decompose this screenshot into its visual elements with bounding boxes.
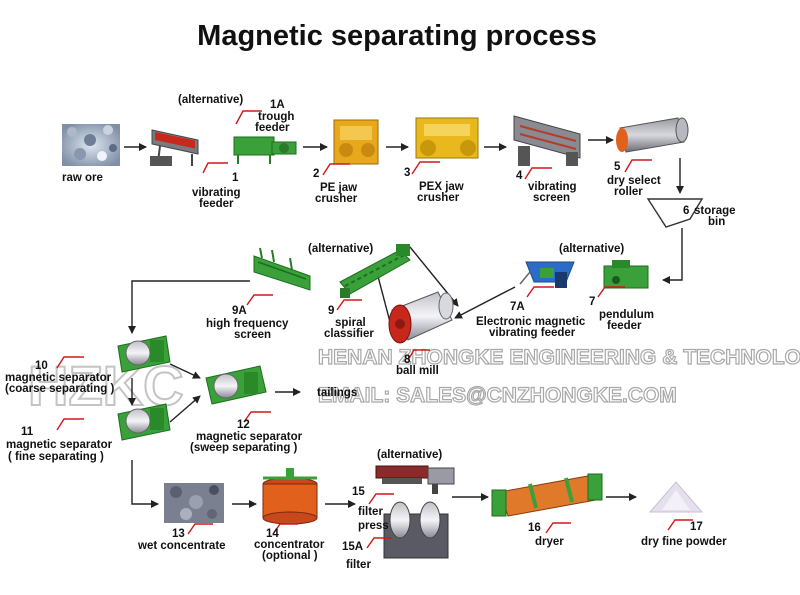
step-2-label-2: crusher [315, 193, 358, 205]
step-9-alternative: (alternative) [308, 243, 373, 255]
raw-ore-image [62, 124, 120, 166]
magnetic-separator-coarse-image [117, 335, 171, 373]
step-15a-label: filter [346, 559, 371, 571]
step-4-number: 4 [516, 170, 523, 182]
dry-select-roller-image [616, 117, 689, 153]
step-6-number: 6 [683, 205, 689, 217]
step-7-label-2: feeder [607, 320, 642, 332]
step-15-number: 15 [352, 486, 365, 498]
step-5-label-2: roller [614, 186, 643, 198]
step-7a-label: Electronic magnetic [476, 316, 586, 328]
wet-concentrate-image [164, 483, 224, 523]
step-15-alternative: (alternative) [377, 449, 442, 461]
step-9-number: 9 [328, 305, 334, 317]
step-17-number: 17 [690, 521, 703, 533]
step-13-number: 13 [172, 528, 185, 540]
spiral-classifier-image [339, 244, 411, 298]
pendulum-feeder-image [603, 260, 649, 289]
step-9-label-2: classifier [324, 328, 374, 340]
step-7a-alternative: (alternative) [559, 243, 624, 255]
step-13-label: wet concentrate [137, 540, 226, 552]
step-11-number: 11 [21, 426, 34, 438]
step-2-number: 2 [313, 168, 319, 180]
flow-arrows [124, 136, 684, 508]
disc-filter-image [383, 501, 449, 559]
step-8-label: ball mill [396, 365, 439, 377]
pex-jaw-crusher-image [415, 117, 479, 159]
step-7a-number: 7A [510, 301, 525, 313]
step-4-label: vibrating [528, 181, 577, 193]
magnetic-separator-fine-image [117, 403, 171, 441]
high-frequency-screen-image [253, 247, 311, 291]
step-15-label: filter [358, 506, 383, 518]
vibrating-feeder-image [150, 129, 199, 166]
step-12-number: 12 [237, 419, 250, 431]
dry-fine-powder-image [648, 481, 704, 513]
label-tailings: tailings [317, 387, 357, 399]
storage-bin-image [646, 198, 704, 228]
step-9a-number: 9A [232, 305, 247, 317]
step-1a-alternative: (alternative) [178, 94, 243, 106]
vibrating-screen-image [513, 115, 581, 166]
page-title: Magnetic separating process [197, 20, 597, 52]
step-3-number: 3 [404, 167, 410, 179]
step-1a-label: trough [258, 111, 294, 123]
filter-press-image [375, 465, 455, 494]
step-9a-label-2: screen [234, 329, 271, 341]
step-3-label-2: crusher [417, 192, 460, 204]
step-6-label: storage [694, 205, 736, 217]
step-7a-label-2: vibrating feeder [489, 327, 576, 339]
label-raw-ore: raw ore [62, 172, 103, 184]
trough-feeder-image [233, 136, 297, 164]
step-10-label: magnetic separator [5, 372, 112, 384]
step-16-number: 16 [528, 522, 541, 534]
step-16-label: dryer [535, 536, 564, 548]
step-9a-label: high frequency [206, 318, 289, 330]
step-6-label-2: bin [708, 216, 725, 228]
concentrator-image [262, 468, 318, 525]
step-12-label: magnetic separator [196, 431, 303, 443]
step-9-label: spiral [335, 317, 366, 329]
step-15a-number: 15A [342, 541, 363, 553]
step-1-number: 1 [232, 172, 239, 184]
step-3-label: PEX jaw [419, 181, 464, 193]
magnetic-separator-sweep-image [205, 365, 267, 405]
rotary-dryer-image [491, 473, 603, 517]
step-10-number: 10 [35, 360, 48, 372]
step-14-label: concentrator [254, 539, 325, 551]
step-5-number: 5 [614, 161, 621, 173]
step-14-label-2: (optional ) [262, 550, 318, 562]
step-4-label-2: screen [533, 192, 570, 204]
step-11-label: magnetic separator [6, 439, 113, 451]
watermark-company: HENAN ZHONGKE ENGINEERING & TECHNOLOGY [318, 346, 800, 369]
step-7-number: 7 [589, 296, 595, 308]
step-17-label: dry fine powder [641, 536, 727, 548]
watermark-email: EMAIL: SALES@CNZHONGKE.COM [318, 384, 677, 407]
step-15-label-2: press [358, 520, 389, 532]
ball-mill-image [388, 291, 454, 344]
step-2-label: PE jaw [320, 182, 357, 194]
pe-jaw-crusher-image [333, 119, 379, 165]
electromagnetic-feeder-image [519, 261, 575, 288]
step-14-number: 14 [266, 528, 279, 540]
step-10-label-2: (coarse separating ) [5, 383, 114, 395]
step-1a-label-2: feeder [255, 122, 290, 134]
step-8-number: 8 [404, 354, 411, 366]
step-12-label-2: (sweep separating ) [190, 442, 298, 454]
step-7-label: pendulum [599, 309, 654, 321]
step-1-label-2: feeder [199, 198, 234, 210]
step-1a-number: 1A [270, 99, 285, 111]
step-11-label-2: ( fine separating ) [8, 451, 104, 463]
step-5-label: dry select [607, 175, 661, 187]
step-1-label: vibrating [192, 187, 241, 199]
